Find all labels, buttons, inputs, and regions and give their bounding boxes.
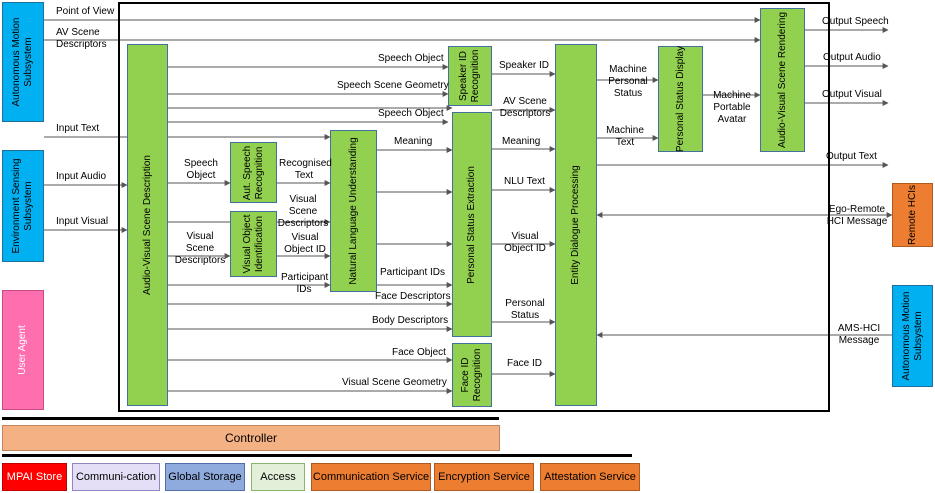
natural-language-understanding-module: Natural Language Understanding: [330, 130, 377, 292]
face-id-recognition-label: Face ID Recognition: [460, 348, 483, 402]
audio-visual-scene-description-label: Audio-Visual Scene Description: [141, 155, 153, 295]
output-text-label: Output Text: [826, 151, 877, 162]
input-audio-label: Input Audio: [56, 171, 107, 182]
user-agent-label: User Agent: [17, 325, 28, 375]
personal-status-label: Personal Status: [505, 298, 545, 321]
visual-object-identification-label: Visual Object Identification: [241, 214, 265, 274]
mpai-store-box: MPAI Store: [2, 463, 67, 491]
audio-visual-scene-rendering-module: Audio-Visual Scene Rendering: [760, 8, 805, 152]
visual-object-id-left-label: Visual Object ID: [284, 232, 326, 255]
input-text-label: Input Text: [56, 123, 100, 134]
environment-sensing-subsystem: Environment Sensing Subsystem: [2, 150, 44, 262]
machine-personal-status-label: Machine Personal Status: [608, 64, 648, 99]
personal-status-display-label: Personal Status Display: [674, 45, 686, 153]
remote-hcis-label: Remote HCIs: [906, 184, 918, 246]
environment-sensing-subsystem-label: Environment Sensing Subsystem: [11, 158, 34, 254]
ams-hci-message-label: AMS-HCI Message: [837, 323, 881, 346]
communication-box: Communi-cation: [72, 463, 160, 491]
meaning-right-label: Meaning: [502, 136, 541, 147]
output-speech-label: Output Speech: [822, 16, 889, 27]
audio-visual-scene-rendering-label: Audio-Visual Scene Rendering: [776, 11, 788, 149]
speech-object-top-label: Speech Object: [378, 53, 444, 64]
output-visual-label: Output Visual: [822, 89, 882, 100]
speaker-id-recognition-module: Speaker ID Recognition: [448, 46, 492, 106]
speaker-id-label: Speaker ID: [499, 60, 550, 71]
audio-visual-scene-description-module: Audio-Visual Scene Description: [127, 44, 168, 406]
controller-bar: Controller: [2, 425, 500, 451]
recognised-text-label: Recognised Text: [279, 158, 332, 181]
autonomous-motion-subsystem-left: Autonomous Motion Subsystem: [2, 2, 44, 122]
system-frame: [118, 2, 830, 412]
personal-status-extraction-label: Personal Status Extraction: [466, 165, 477, 284]
speech-scene-geometry-label: Speech Scene Geometry: [337, 80, 449, 91]
autonomous-motion-subsystem-left-label: Autonomous Motion Subsystem: [11, 17, 34, 107]
speech-object-asr-label: Speech Object: [184, 158, 218, 181]
visual-object-id-right-label: Visual Object ID: [504, 231, 546, 254]
personal-status-display-module: Personal Status Display: [658, 46, 703, 152]
meaning-left-label: Meaning: [394, 136, 433, 147]
visual-scene-descriptors-left-label: Visual Scene Descriptors: [174, 231, 226, 266]
autonomous-motion-subsystem-right: Autonomous Motion Subsystem: [892, 285, 933, 387]
attestation-service-box: Attestation Service: [540, 463, 640, 491]
visual-scene-descriptors-top-label: Visual Scene Descriptors: [277, 194, 329, 229]
personal-status-extraction-module: Personal Status Extraction: [452, 112, 492, 337]
autonomous-motion-subsystem-right-label: Autonomous Motion Subsystem: [900, 291, 924, 381]
av-scene-descriptors-mid-label: AV Scene Descriptors: [499, 96, 551, 119]
entity-dialogue-processing-module: Entity Dialogue Processing: [555, 44, 597, 406]
machine-text-label: Machine Text: [606, 125, 644, 148]
body-descriptors-label: Body Descriptors: [372, 315, 449, 326]
face-id-label: Face ID: [507, 358, 543, 369]
user-agent-box: User Agent: [2, 290, 44, 410]
face-object-label: Face Object: [392, 347, 446, 358]
face-descriptors-label: Face Descriptors: [375, 291, 451, 302]
natural-language-understanding-label: Natural Language Understanding: [347, 137, 359, 285]
encryption-service-box: Encryption Service: [434, 463, 534, 491]
visual-scene-geometry-label: Visual Scene Geometry: [342, 377, 447, 388]
speech-object-mid-label: Speech Object: [378, 108, 444, 119]
visual-object-identification-module: Visual Object Identification: [230, 211, 277, 277]
entity-dialogue-processing-label: Entity Dialogue Processing: [570, 165, 581, 285]
aut-speech-recognition-label: Aut. Speech Recognition: [241, 145, 265, 200]
speaker-id-recognition-label: Speaker ID Recognition: [458, 49, 481, 103]
participant-ids-right-label: Participant IDs: [380, 267, 446, 278]
input-visual-label: Input Visual: [56, 216, 109, 227]
face-id-recognition-module: Face ID Recognition: [452, 343, 492, 407]
global-storage-box: Global Storage: [165, 463, 245, 491]
communication-service-box: Communication Service: [311, 463, 431, 491]
services-top-rule: [2, 454, 632, 457]
machine-portable-avatar-label: Machine Portable Avatar: [713, 90, 751, 125]
controller-top-rule: [2, 417, 499, 420]
output-audio-label: Output Audio: [823, 52, 881, 63]
ego-remote-hci-message-label: Ego-Remote HCI Message: [826, 204, 888, 227]
nlu-text-label: NLU Text: [504, 176, 545, 187]
participant-ids-left-label: Participant IDs: [281, 272, 329, 295]
remote-hcis-box: Remote HCIs: [892, 183, 933, 247]
access-box: Access: [251, 463, 305, 491]
point-of-view-label: Point of View: [56, 6, 115, 17]
aut-speech-recognition-module: Aut. Speech Recognition: [230, 142, 277, 203]
av-scene-descriptors-label: AV Scene Descriptors: [56, 27, 107, 50]
